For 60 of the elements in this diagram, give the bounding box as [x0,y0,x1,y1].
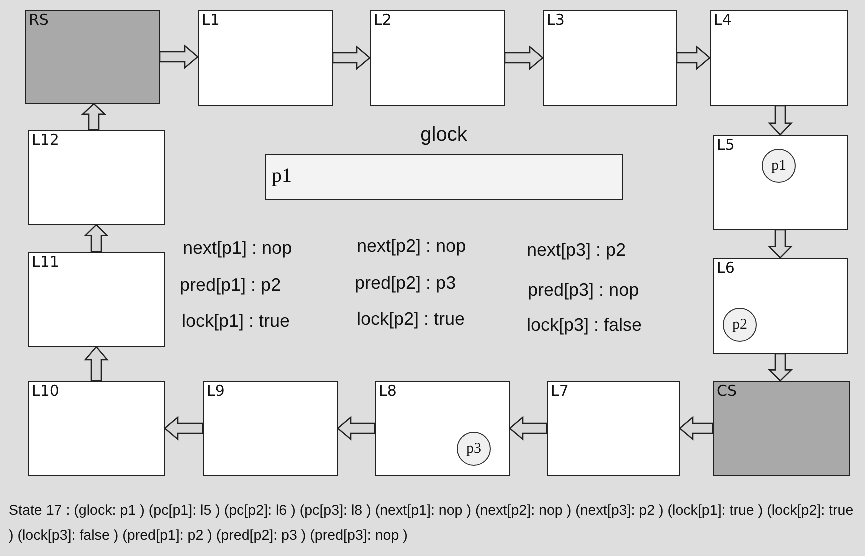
state-label: L9 [207,383,225,400]
state-box [198,10,333,106]
field-heading: glock [420,124,468,147]
variable-value: pred[p1] : p2 [180,275,282,296]
block-arrow [84,224,110,253]
state-label: L8 [379,383,397,400]
block-arrow [768,353,794,382]
variable-value: lock[p2] : true [357,309,466,330]
state-label: L11 [32,254,60,270]
variable-value: next[p3] : p2 [527,240,626,261]
token-label: p1 [772,158,786,174]
block-arrow [164,416,204,441]
state-box [370,10,505,106]
variable-value: lock[p1] : true [182,311,290,332]
field-value: p1 [272,165,292,188]
state-label: L12 [32,132,60,148]
block-arrow [337,416,376,441]
state-label: L2 [374,12,392,28]
state-label: L7 [551,383,569,400]
state-box [713,135,848,230]
variable-value: next[p2] : nop [357,236,466,257]
state-label: CS [717,383,737,400]
state-box [28,130,165,225]
variable-value: pred[p2] : p3 [355,273,456,294]
state-box [203,381,338,476]
variable-value: lock[p3] : false [527,315,642,336]
process-token [723,308,757,342]
state-box [375,381,510,476]
state-label: L6 [717,260,735,276]
block-arrow [84,346,109,382]
block-arrow [509,416,548,441]
block-arrow [679,416,714,441]
token-label: p2 [732,316,748,334]
state-label: L10 [32,383,60,400]
variable-value: next[p1] : nop [183,238,292,259]
block-arrow [768,105,794,136]
state-box [28,381,165,476]
block-arrow [332,46,371,70]
state-label: L5 [717,137,735,154]
variable-value: pred[p3] : nop [528,280,640,301]
process-token [457,432,491,466]
state-box [713,381,850,476]
state-caption: State 17 : (glock: p1 ) (pc[p1]: l5 ) (pc[p2]: l6 ) (pc[p3]: l8 ) (next[p1]: nop ) (next[p2]: nop ) (next[p3]: p2 ) (lock[p1]: true ) (lock[p2]: true ) (lock[p3]: false ) (pred[p1]: p2 ) (pred[p2]: p3 ) (pred[p3]: nop ) [9,502,855,546]
state-box [713,258,848,354]
state-label: RS [29,12,49,28]
block-arrow [159,44,199,70]
block-arrow [504,46,544,70]
state-box [25,10,160,104]
state-box [547,381,680,476]
block-arrow [676,46,711,70]
state-box [543,10,677,106]
block-arrow [768,229,794,259]
state-label: L4 [714,12,732,28]
process-token [762,149,796,183]
state-box [28,252,165,347]
state-label: L3 [547,12,565,28]
block-arrow [81,103,107,131]
state-label: L1 [202,12,220,28]
token-label: p3 [466,440,482,458]
state-box [710,10,848,106]
